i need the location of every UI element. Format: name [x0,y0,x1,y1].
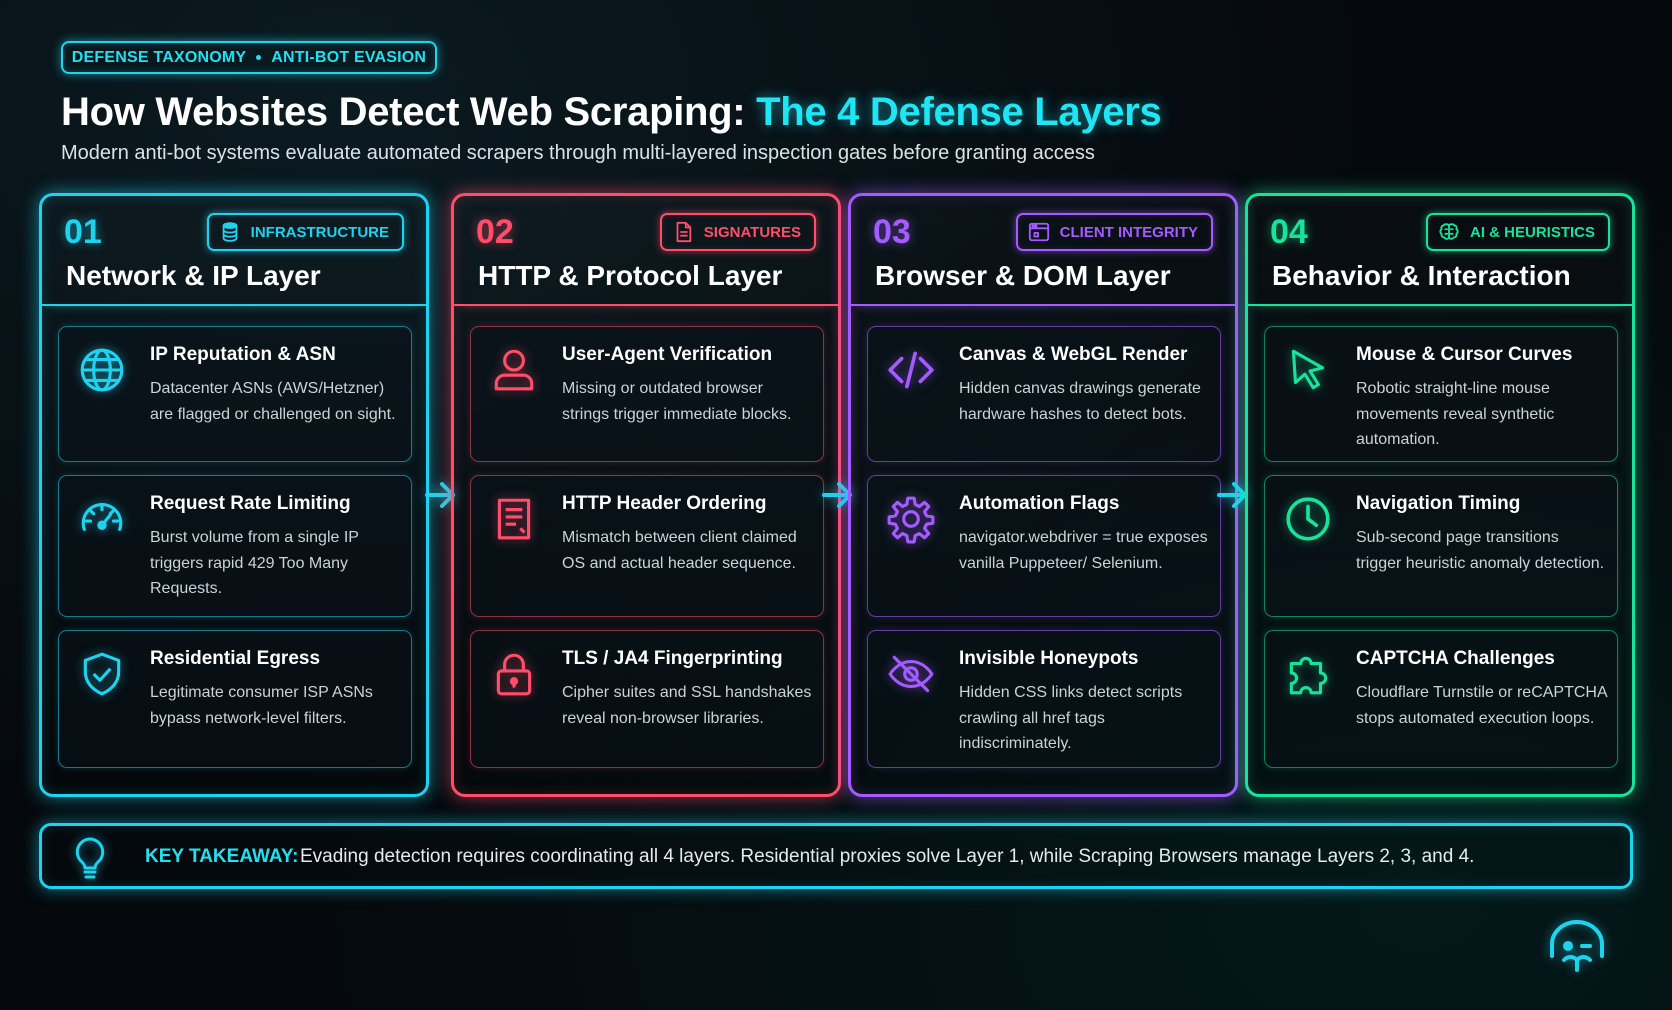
layer-card-4: 04 AI & HEURISTICS Behavior & Interactio… [1245,193,1635,797]
database-icon [222,222,238,242]
layer-2-item-2-title: HTTP Header Ordering [562,493,767,514]
layer-3-item-3-title: Invisible Honeypots [959,648,1139,669]
shield-check-icon [77,649,127,699]
tag-separator-dot [256,55,262,60]
layer-3-item-1-desc: Hidden canvas drawings generate hardware… [959,380,1201,423]
layer-4-item-2-desc: Sub-second page transitions trigger heur… [1356,529,1605,572]
layer-4-badge-label: AI & HEURISTICS [1469,223,1595,241]
layer-3-item-3-desc: Hidden CSS links detect scripts crawling… [959,684,1183,752]
tag-left-label: DEFENSE TAXONOMY [71,48,247,66]
layer-2-item-2: HTTP Header Ordering Mismatch between cl… [470,475,824,617]
layer-2-item-3-title: TLS / JA4 Fingerprinting [562,648,783,669]
layer-4-item-3: CAPTCHA Challenges Cloudflare Turnstile … [1264,630,1618,768]
layer-2-item-1: User-Agent Verification Missing or outda… [470,326,824,462]
lightbulb-icon [75,837,105,879]
layer-1-item-3: Residential Egress Legitimate consumer I… [58,630,412,768]
layer-2-item-3-desc: Cipher suites and SSL handshakes reveal … [562,684,812,727]
layer-3-item-2-desc: navigator.webdriver = true exposes vanil… [959,529,1208,572]
layer-1-item-1-desc: Datacenter ASNs (AWS/Hetzner) are flagge… [150,380,396,423]
globe-icon [77,345,127,395]
layer-1-item-1-title: IP Reputation & ASN [150,344,336,365]
puzzle-icon [1283,649,1333,699]
clock-icon [1283,494,1333,544]
layer-4-number: 04 [1270,213,1308,251]
layer-card-3: 03 CLIENT INTEGRITY Browser & DOM Layer … [848,193,1238,797]
layer-2-header: 02 SIGNATURES HTTP & Protocol Layer [454,196,838,306]
layer-4-item-1-title: Mouse & Cursor Curves [1356,344,1573,365]
layer-2-item-1-desc: Missing or outdated browser strings trig… [562,380,792,423]
bot-face-logo-icon [1550,920,1604,972]
key-takeaway-label: KEY TAKEAWAY: [145,846,299,867]
layer-1-badge-label: INFRASTRUCTURE [250,223,389,241]
layer-2-item-3: TLS / JA4 Fingerprinting Cipher suites a… [470,630,824,768]
layer-3-item-2-title: Automation Flags [959,493,1120,514]
page-title: How Websites Detect Web Scraping: The 4 … [61,90,1162,135]
layer-1-item-3-desc: Legitimate consumer ISP ASNs bypass netw… [150,684,373,727]
layer-2-badge-label: SIGNATURES [703,223,801,241]
layer-1-badge: INFRASTRUCTURE [206,213,404,251]
layer-3-header: 03 CLIENT INTEGRITY Browser & DOM Layer [851,196,1235,306]
layer-2-item-1-title: User-Agent Verification [562,344,773,365]
user-icon [489,345,539,395]
layer-card-1: 01 INFRASTRUCTURE Network & IP Layer IP … [39,193,429,797]
layer-4-item-2: Navigation Timing Sub-second page transi… [1264,475,1618,617]
layer-3-item-3: Invisible Honeypots Hidden CSS links det… [867,630,1221,768]
layer-2-badge: SIGNATURES [659,213,816,251]
page-title-main: How Websites Detect Web Scraping: [61,90,757,134]
list-document-icon [489,494,539,544]
layer-1-title: Network & IP Layer [66,260,321,291]
layer-1-header: 01 INFRASTRUCTURE Network & IP Layer [42,196,426,306]
layer-1-item-2-title: Request Rate Limiting [150,493,351,514]
layer-2-number: 02 [476,213,514,251]
layer-3-item-1: Canvas & WebGL Render Hidden canvas draw… [867,326,1221,462]
eye-off-icon [886,649,936,699]
page-subtitle: Modern anti-bot systems evaluate automat… [61,142,1095,164]
browser-window-icon [1028,222,1049,242]
layer-1-item-1: IP Reputation & ASN Datacenter ASNs (AWS… [58,326,412,462]
document-icon [676,221,692,243]
brain-icon [1439,223,1459,240]
layer-3-number: 03 [873,213,911,251]
layer-4-item-1: Mouse & Cursor Curves Robotic straight-l… [1264,326,1618,462]
layer-card-2: 02 SIGNATURES HTTP & Protocol Layer User… [451,193,841,797]
layer-4-title: Behavior & Interaction [1272,260,1571,291]
layer-2-title: HTTP & Protocol Layer [478,260,783,291]
layer-4-header: 04 AI & HEURISTICS Behavior & Interactio… [1248,196,1632,306]
layer-3-title: Browser & DOM Layer [875,260,1171,291]
cursor-icon [1283,345,1333,395]
layer-3-badge-label: CLIENT INTEGRITY [1059,223,1198,241]
layer-1-item-3-title: Residential Egress [150,648,321,669]
layer-4-item-3-desc: Cloudflare Turnstile or reCAPTCHA stops … [1356,684,1607,727]
layer-1-item-2: Request Rate Limiting Burst volume from … [58,475,412,617]
page-title-accent: The 4 Defense Layers [756,90,1162,134]
layer-4-item-3-title: CAPTCHA Challenges [1356,648,1555,669]
key-takeaway-text: Evading detection requires coordinating … [300,846,1475,867]
key-takeaway-banner: KEY TAKEAWAY: Evading detection requires… [39,823,1633,889]
code-icon [886,345,936,395]
lock-icon [489,649,539,699]
gear-icon [886,494,936,544]
layer-3-item-1-title: Canvas & WebGL Render [959,344,1188,365]
layer-1-number: 01 [64,213,102,251]
layer-2-item-2-desc: Mismatch between client claimed OS and a… [562,529,797,572]
layer-3-badge: CLIENT INTEGRITY [1015,213,1213,251]
layer-4-badge: AI & HEURISTICS [1425,213,1610,251]
tag-right-label: ANTI-BOT EVASION [271,48,427,66]
taxonomy-tag: DEFENSE TAXONOMY ANTI-BOT EVASION [61,41,437,74]
layer-4-item-1-desc: Robotic straight-line mouse movements re… [1356,380,1555,448]
layer-1-item-2-desc: Burst volume from a single IP triggers r… [150,529,359,597]
speedometer-icon [77,494,127,544]
layer-3-item-2: Automation Flags navigator.webdriver = t… [867,475,1221,617]
layer-4-item-2-title: Navigation Timing [1356,493,1521,514]
